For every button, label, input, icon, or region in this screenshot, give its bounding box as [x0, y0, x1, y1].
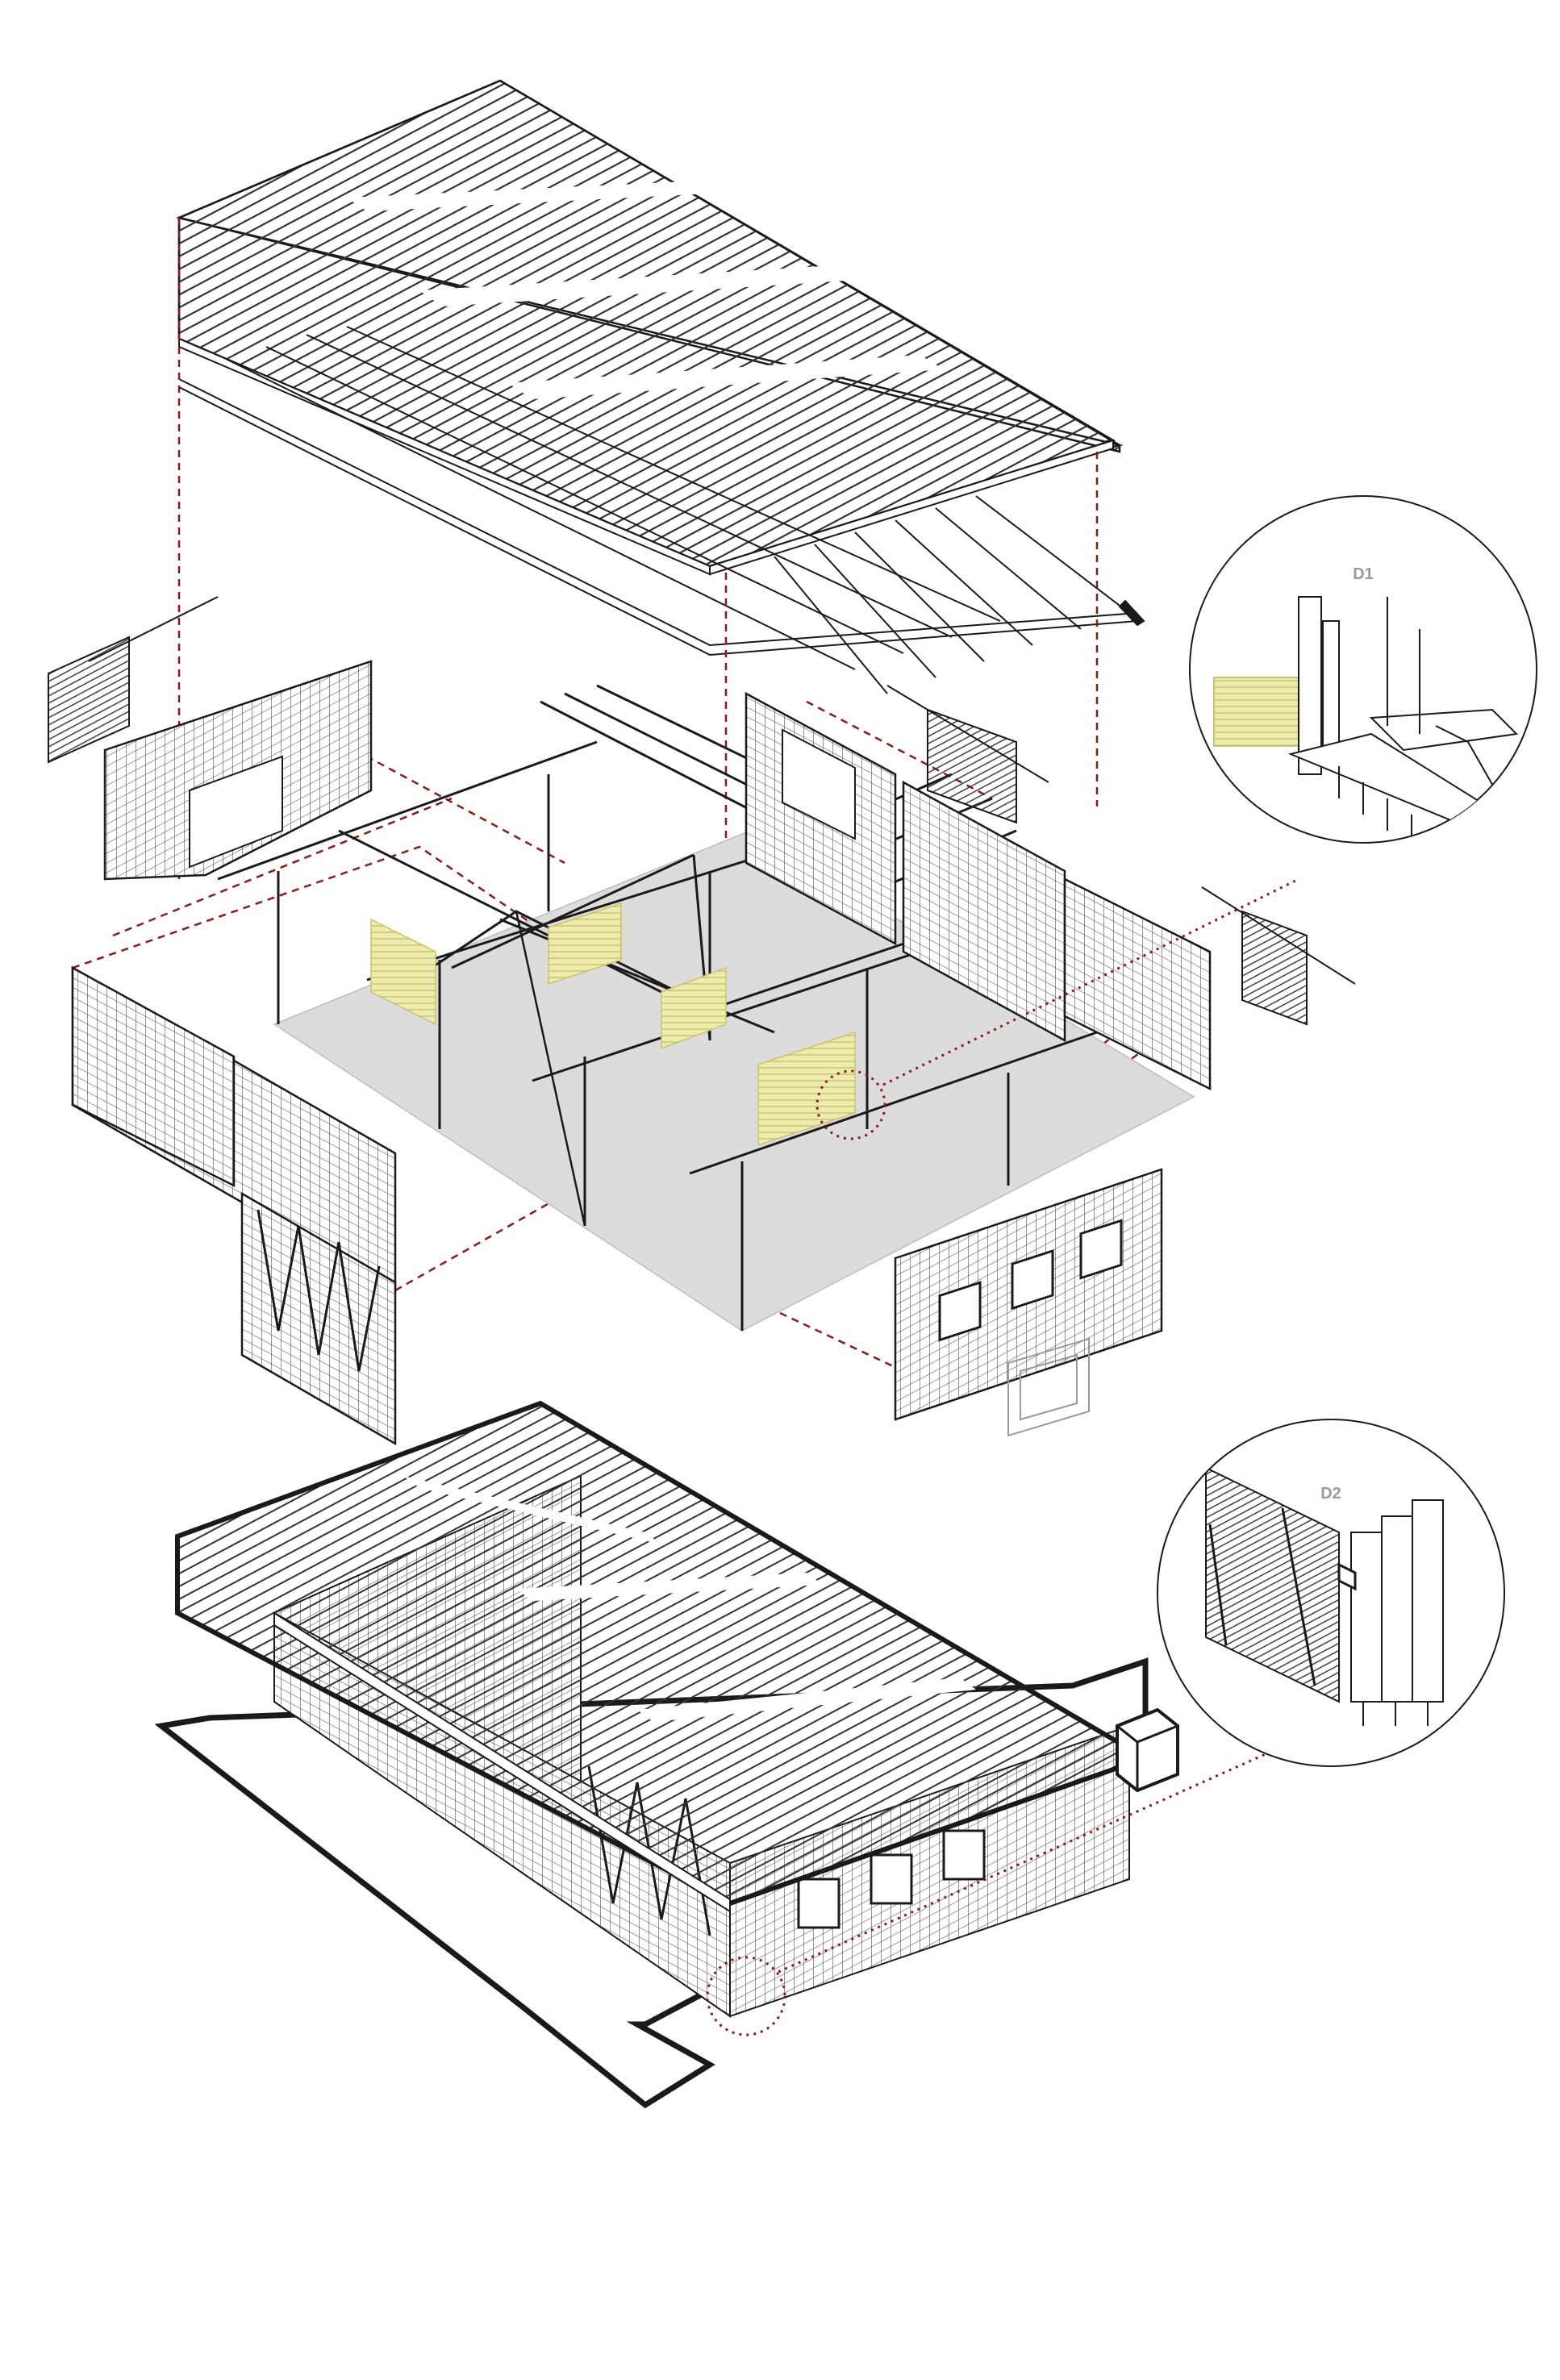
right-end-wall — [1063, 877, 1212, 1091]
service-box — [1116, 1707, 1179, 1793]
detail-d2-label: D2 — [1320, 1485, 1341, 1503]
floor-slab — [273, 830, 1195, 1332]
roof-sheeting — [176, 79, 1124, 576]
assembled-building — [154, 1400, 1179, 2109]
rear-left-wall — [103, 660, 373, 881]
detail-callouts — [706, 877, 1299, 2036]
sliding-door — [240, 1191, 397, 1446]
callout-ring-d1 — [815, 1069, 886, 1140]
roof-purlins — [178, 326, 1145, 694]
right-side-wall — [902, 780, 1066, 1043]
louvre-screens — [48, 596, 1356, 1026]
detail-d2: D2 — [1157, 1419, 1505, 1767]
wall-panels — [71, 660, 1212, 1446]
detail-d1-label: D1 — [1353, 565, 1374, 583]
infill-panels — [370, 902, 856, 1147]
steel-frame — [217, 684, 1098, 1331]
detail-d1: D1 — [1189, 495, 1537, 844]
callout-ring-d2 — [706, 1956, 786, 2036]
front-left-wall-upper — [71, 965, 236, 1188]
